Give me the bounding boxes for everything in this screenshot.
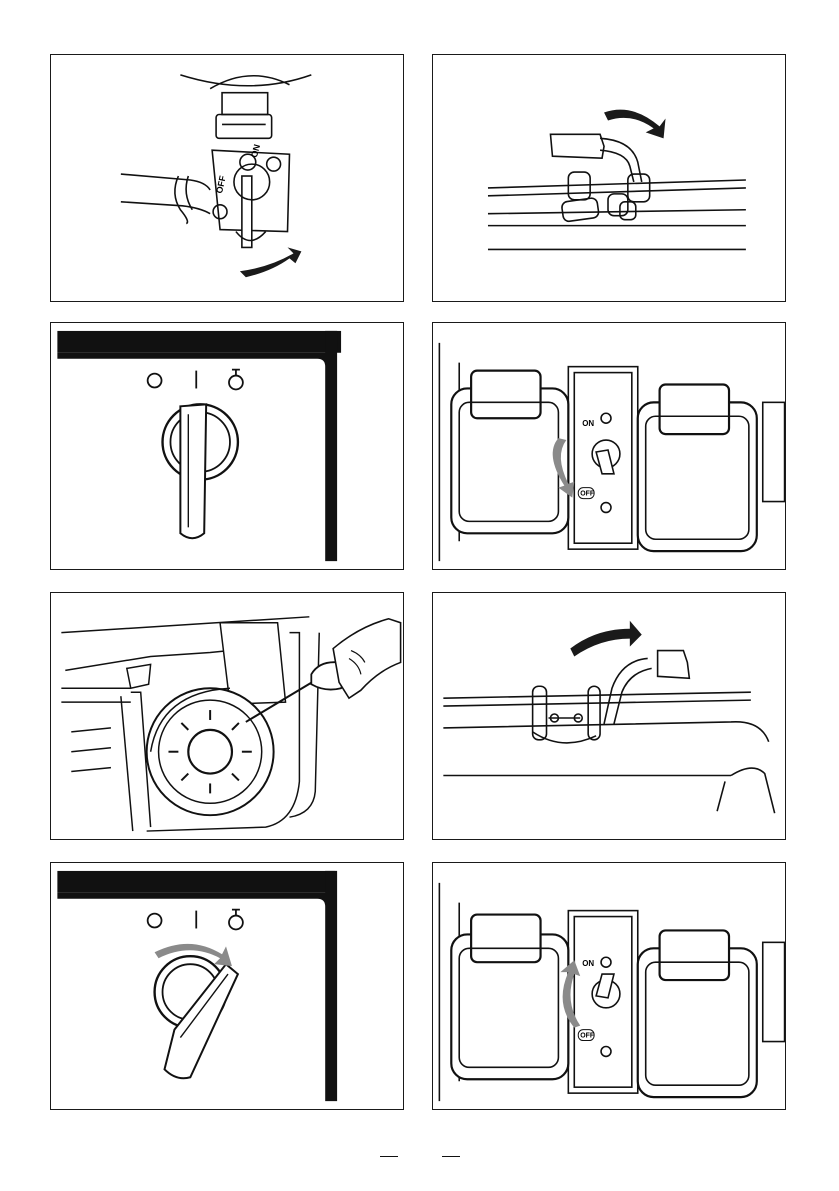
choke-lever-icon (433, 55, 785, 301)
figure-fuel-valve: ON OFF (50, 54, 404, 302)
engine-switch-knob-icon (51, 323, 403, 569)
figure-breaker-switch-on: ON OFF (432, 862, 786, 1110)
on-label: ON (582, 419, 594, 428)
figure-engine-switch-run: O I (50, 862, 404, 1110)
socket-cover-icon (451, 915, 568, 1080)
rotate-arrow-icon (570, 621, 641, 657)
figure-throttle-adjust (50, 592, 404, 840)
choke-lever-icon (433, 593, 785, 839)
off-label: OFF (580, 1033, 594, 1040)
engine-switch-knob-icon (51, 863, 403, 1109)
figure-engine-switch-start: O I (50, 322, 404, 570)
off-label: OFF (580, 491, 594, 498)
figure-choke-lever-open (432, 592, 786, 840)
rotate-arrow-icon (604, 110, 666, 139)
socket-cover-icon (638, 385, 757, 552)
socket-cover-icon (451, 371, 568, 534)
footer-mark-left (380, 1156, 398, 1157)
generator-engine-icon (51, 593, 403, 839)
figure-breaker-switch-off: ON OFF (432, 322, 786, 570)
socket-cover-icon (638, 930, 757, 1097)
figure-choke-lever-close (432, 54, 786, 302)
breaker-toggle-icon (592, 974, 620, 1008)
on-label: ON (582, 959, 594, 968)
rotate-arrow-icon (155, 944, 232, 966)
fuel-tap-icon: ON OFF (51, 55, 403, 301)
breaker-toggle-icon (592, 440, 620, 474)
rotate-arrow-icon (240, 247, 301, 277)
footer-mark-right (442, 1156, 460, 1157)
